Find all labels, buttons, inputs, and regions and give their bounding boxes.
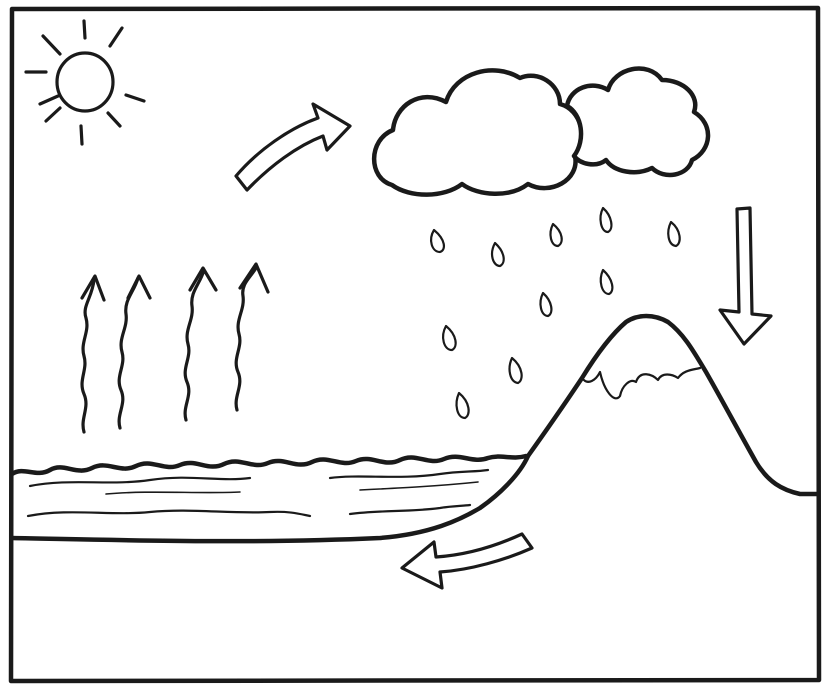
evaporation-arrow	[183, 266, 218, 422]
sea-wave	[28, 476, 252, 488]
sea-wave	[26, 509, 312, 518]
evaporation-arrows	[80, 262, 270, 434]
cloud-icon	[371, 66, 711, 197]
sea-bottom	[9, 453, 531, 544]
sea-surface	[9, 453, 529, 477]
evaporation-arrow	[234, 262, 270, 412]
evaporation-arrow	[80, 274, 106, 434]
sun-icon	[24, 19, 146, 146]
mountain	[525, 313, 821, 497]
sea	[9, 453, 531, 544]
runoff-arrow	[400, 532, 534, 590]
rain-drops	[430, 206, 681, 420]
evaporation-to-cloud-arrow	[234, 102, 352, 192]
evaporation-arrow	[117, 274, 152, 430]
precipitation-arrow	[718, 206, 773, 346]
sea-wave	[359, 481, 479, 491]
sea-wave	[105, 491, 241, 495]
diagram-frame	[8, 5, 822, 684]
sea-wave	[348, 503, 472, 516]
sea-wave	[328, 468, 490, 480]
snow-cap	[580, 366, 702, 400]
